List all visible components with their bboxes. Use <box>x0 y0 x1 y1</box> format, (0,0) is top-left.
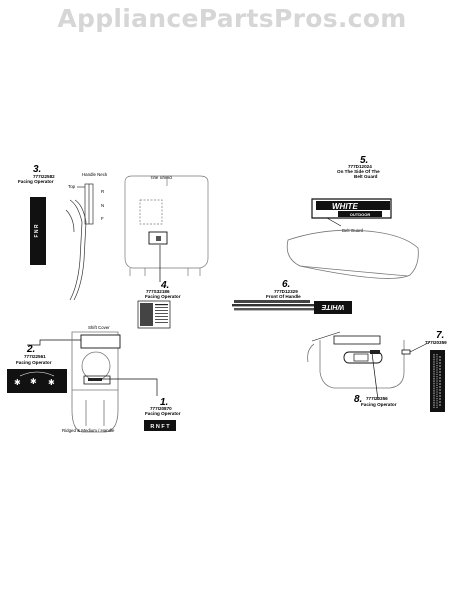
callout-1-number: 1. <box>160 397 168 408</box>
callout-8: 8. 777I20356 Facing Operator <box>354 352 397 407</box>
callout-4-number: 4. <box>160 280 169 291</box>
callout-3: 3. 777I22582 Facing Operator <box>18 164 55 184</box>
footer-label: Ridged & Medium / Handle <box>62 428 115 433</box>
callout-8-number: 8. <box>354 394 362 405</box>
callout-3-desc: Facing Operator <box>18 179 54 184</box>
callout-4-desc: Facing Operator <box>145 294 181 299</box>
callout-7-number: 7. <box>436 330 444 341</box>
belt-guard <box>286 229 419 279</box>
label-top: Top <box>68 184 76 189</box>
decal-1-rnft: R N F T <box>144 420 176 431</box>
label-tine-shield: Tine Shield <box>150 175 172 180</box>
callout-3-number: 3. <box>33 164 41 175</box>
callout-2-number: 2. <box>26 344 35 355</box>
callout-5-part: 777D12024 <box>348 164 372 169</box>
tine-shield <box>124 175 209 276</box>
callout-4: 4. 777S32186 Facing Operator <box>145 245 181 299</box>
watermark: AppliancePartsPros.com <box>57 4 407 33</box>
callout-3-part: 777I22582 <box>33 174 55 179</box>
callout-5-number: 5. <box>360 155 368 166</box>
letter-n: N <box>101 203 104 208</box>
decal-7-vertical <box>430 350 445 412</box>
decal-2-shift-dial: ✱ ✱ ✱ <box>7 369 67 393</box>
callout-7: 7. 777I20359 <box>409 330 447 353</box>
callout-1-desc: Facing Operator <box>145 411 181 416</box>
handle-right <box>307 335 411 389</box>
decal-3-fnr: F N R <box>30 197 46 265</box>
callout-6-number: 6. <box>282 279 290 290</box>
callout-6-part: 777D12329 <box>274 289 298 294</box>
callout-6-desc: Front Of Handle <box>266 294 301 299</box>
callout-8-part: 777I20356 <box>366 396 388 401</box>
callout-1-part: 777I20870 <box>150 406 172 411</box>
callout-5-desc2: Belt Guard <box>354 174 378 179</box>
callout-2-part: 777I22561 <box>24 354 46 359</box>
label-shift-cover: Shift Cover <box>88 325 110 330</box>
decal-4-warning <box>137 300 171 329</box>
callout-2: 2. 777I22561 Facing Operator <box>16 339 81 365</box>
callout-5: 5. 777D12024 On The Side Of The Belt Gua… <box>337 155 380 179</box>
callout-4-part: 777S32186 <box>146 289 170 294</box>
callout-1: 1. 777I20870 Facing Operator <box>101 378 181 416</box>
svg-text:✱: ✱ <box>14 378 21 387</box>
svg-text:✱: ✱ <box>30 377 37 386</box>
decal-5-brand-sub: OUTDOOR <box>350 212 371 217</box>
shift-cover-body <box>71 331 121 433</box>
callout-6: 6. 777D12329 Front Of Handle <box>266 279 301 299</box>
callout-5-desc: On The Side Of The <box>337 169 380 174</box>
decal-3-text: F N R <box>34 224 40 237</box>
letter-r: R <box>101 189 104 194</box>
label-handle-neck: Handle Neck <box>82 172 108 177</box>
svg-text:✱: ✱ <box>48 378 55 387</box>
callout-2-desc: Facing Operator <box>16 360 52 365</box>
decal-1-text: R N F T <box>150 424 170 430</box>
decal-6-handle-strip: WHITE <box>232 300 352 314</box>
callout-7-part: 777I20359 <box>425 340 447 345</box>
decal-6-brand-text: WHITE <box>321 303 344 310</box>
decal-5-brand: WHITE OUTDOOR <box>311 198 392 219</box>
letter-f: F <box>101 216 104 221</box>
decal-5-brand-text: WHITE <box>332 202 358 211</box>
callout-8-desc: Facing Operator <box>361 402 397 407</box>
handle-neck <box>65 183 94 301</box>
